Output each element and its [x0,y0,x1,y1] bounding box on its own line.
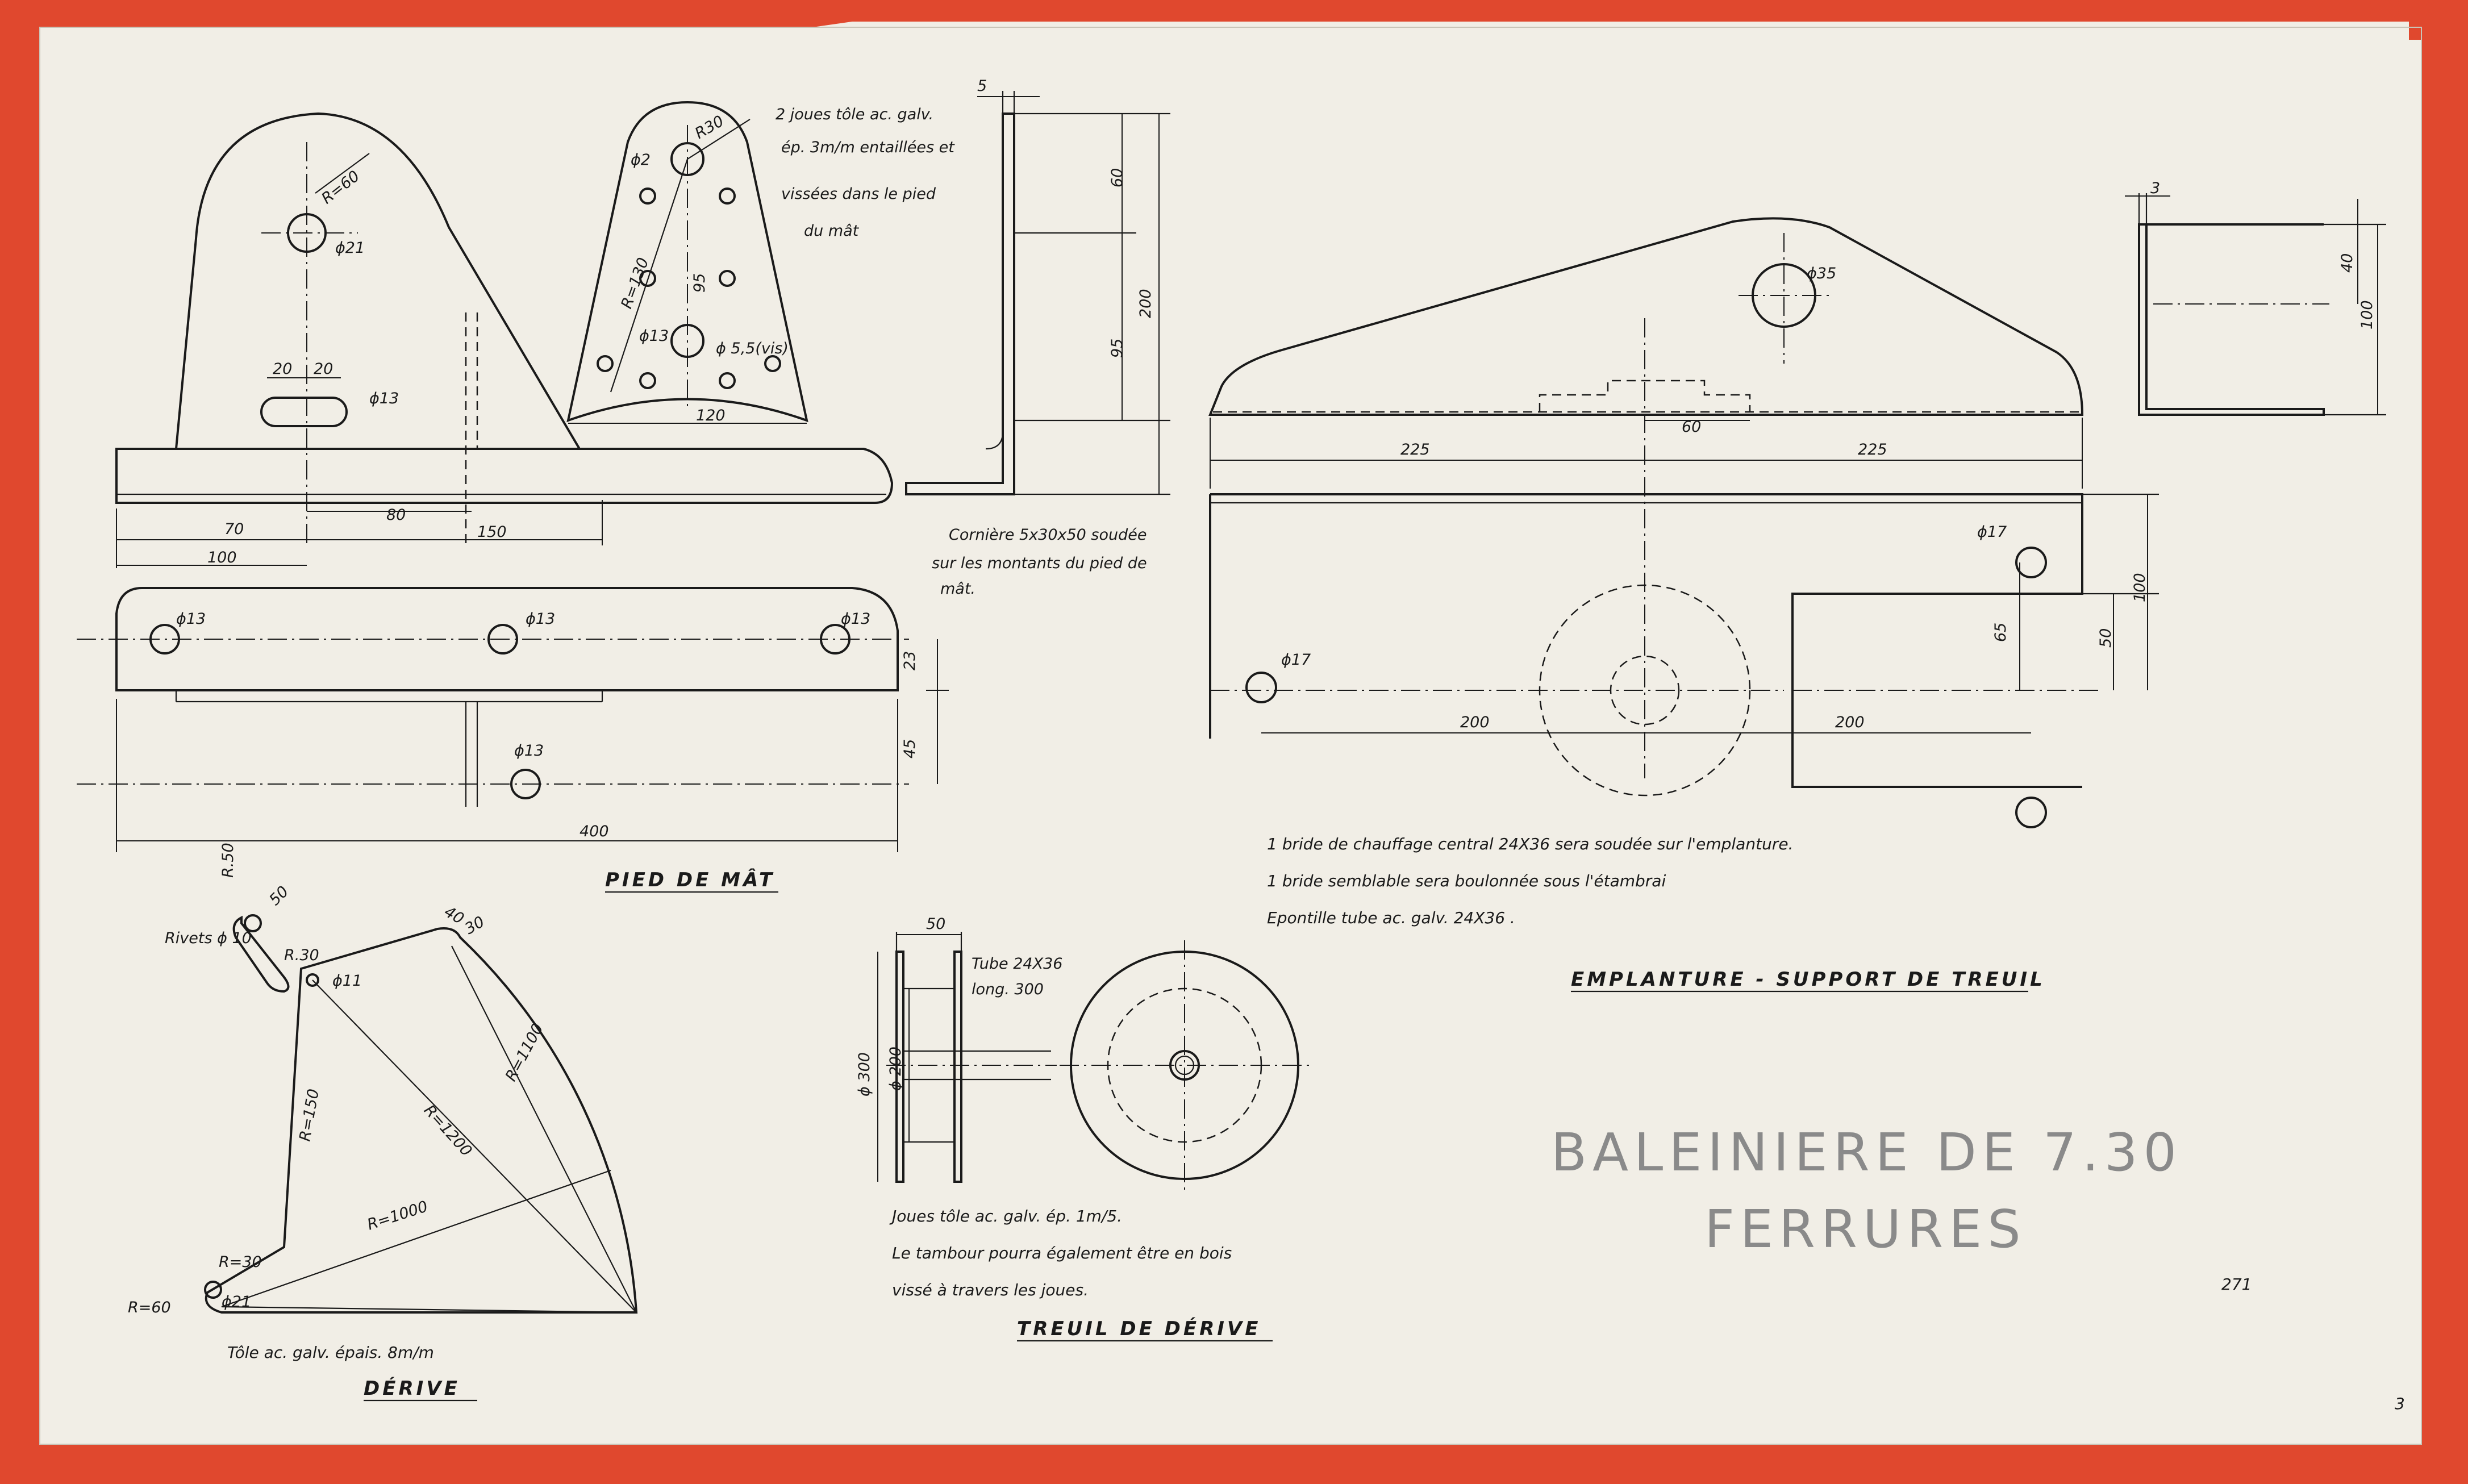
dim-70: 70 [224,520,244,538]
emplanture-elevation: 60 ϕ35 225 225 [1208,217,2084,778]
dim-80: 80 [386,506,406,524]
title-line-2: FERRURES [1704,1199,2027,1260]
dim-95-label: 95 [691,273,708,293]
derive-r30: R.30 [284,947,319,964]
emp-dim-225a: 225 [1400,441,1430,458]
phi2-label: ϕ2 [631,151,651,169]
dim-100: 100 [207,549,237,566]
title-block: BALEINIERE DE 7.30 FERRURES 271 3 [1551,1122,2405,1413]
radius-60-label: R=60 [318,167,363,207]
joues-note-3: vissées dans le pied [781,185,936,203]
treuil-tube-a: Tube 24X36 [972,955,1062,973]
derive-hole-11: ϕ11 [332,972,362,990]
emp-hole-17a: ϕ17 [1281,651,1311,669]
emp-dim-225b: 225 [1858,441,1887,458]
dim-150: 150 [477,523,507,541]
emp-dim-200a: 200 [1460,714,1490,731]
dim-45: 45 [901,739,919,758]
bracket-dim-40: 40 [2338,253,2356,273]
derive-r30b: R=30 [219,1253,262,1271]
hole-13d-label: ϕ13 [514,742,544,760]
hole-21-label: ϕ21 [335,239,365,257]
emplanture-title: EMPLANTURE - SUPPORT DE TREUIL [1571,968,2045,991]
corniere-note-3: mât. [940,580,975,598]
corniere-dim-200: 200 [1137,289,1154,318]
drawing-number: 271 [2221,1275,2252,1294]
dim-20a: 20 [273,360,292,378]
joues-note-1: 2 joues tôle ac. galv. [776,106,933,123]
derive-r60: R=60 [128,1299,171,1316]
emp-dim-50: 50 [2097,628,2115,648]
emp-dim-100: 100 [2131,573,2149,602]
slot-13-label: ϕ13 [369,390,399,407]
emp-hole-17b: ϕ17 [1977,523,2007,541]
derive-dim-50: 50 [266,883,292,909]
holes-55-label: ϕ 5,5(vis) [716,340,789,357]
derive-r1000: R=1000 [365,1198,430,1234]
derive-r50: R.50 [219,843,237,878]
treuil-d200: ϕ 200 [887,1047,904,1091]
corniere-dim-95: 95 [1108,339,1126,358]
derive-dim-30: 30 [462,913,487,938]
emp-note-3: Epontille tube ac. galv. 24X36 . [1267,908,1515,927]
emp-dim-65: 65 [1992,623,2010,642]
treuil-note-3: vissé à travers les joues. [892,1281,1089,1299]
bracket-dim-3: 3 [2150,180,2160,197]
derive-r1100: R=1100 [502,1021,547,1085]
derive-hole-21: ϕ21 [222,1293,251,1311]
emp-dim-200b: 200 [1835,714,1865,731]
bracket-section: 3 40 100 [2125,180,2386,416]
treuil-dim-50: 50 [926,915,945,933]
treuil-title: TREUIL DE DÉRIVE [1017,1317,1261,1340]
derive-title: DÉRIVE [364,1377,460,1400]
sheet-number: 3 [2395,1394,2405,1413]
pied-de-mat-plan: ϕ13 ϕ13 ϕ13 ϕ13 23 45 400 PIED DE MÂT [77,587,949,893]
emplanture-plan: ϕ17 ϕ17 65 50 100 200 200 1 bride de cha… [1209,493,2159,993]
hole-13b-label: ϕ13 [526,610,555,628]
derive-centerboard: R.50 50 Rivets ϕ 10 R.30 ϕ11 40 30 R=150… [128,843,638,1402]
dim-20b: 20 [314,360,333,378]
joues-note-4: du mât [804,222,860,240]
joues-plate: ϕ2 R30 R=130 95 ϕ13 ϕ 5,5(vis) 120 2 jou… [566,101,955,424]
treuil-tube-b: long. 300 [972,981,1044,998]
corniere-dim-60: 60 [1108,168,1126,187]
corniere-note-1: Cornière 5x30x50 soudée [949,526,1147,544]
paper-area [39,27,2422,1445]
emp-hole-35: ϕ35 [1807,265,1836,282]
corniere-section: 5 60 95 200 Cornière 5x30x50 soudée sur … [905,77,1170,598]
hole-13-label: ϕ13 [639,327,669,345]
dim-23: 23 [901,651,919,670]
treuil-d300: ϕ 300 [856,1052,873,1097]
emp-note-2: 1 bride semblable sera boulonnée sous l'… [1267,872,1666,890]
pied-de-mat-title: PIED DE MÂT [605,868,775,891]
treuil-de-derive: 50 Tube 24X36 long. 300 ϕ 300 ϕ 200 Joue… [856,915,1310,1342]
derive-note: Tôle ac. galv. épais. 8m/m [227,1343,434,1362]
hole-13c-label: ϕ13 [841,610,870,628]
dim-120-label: 120 [696,407,726,424]
treuil-note-2: Le tambour pourra également être en bois [892,1244,1232,1262]
corniere-note-2: sur les montants du pied de [932,555,1147,572]
derive-r150: R=150 [296,1087,323,1143]
bracket-dim-100: 100 [2358,300,2376,330]
corniere-dim-5: 5 [977,77,987,95]
emp-note-1: 1 bride de chauffage central 24X36 sera … [1267,835,1793,853]
dim-400: 400 [580,823,609,840]
r30-label: R30 [692,112,727,143]
derive-r1200: R=1200 [420,1102,476,1160]
treuil-note-1: Joues tôle ac. galv. ép. 1m/5. [889,1207,1122,1225]
emp-dim-60: 60 [1682,418,1701,436]
title-line-1: BALEINIERE DE 7.30 [1551,1122,2182,1183]
derive-rivets: Rivets ϕ 10 [165,929,252,947]
joues-note-2: ép. 3m/m entaillées et [781,139,955,156]
hole-13a-label: ϕ13 [176,610,206,628]
